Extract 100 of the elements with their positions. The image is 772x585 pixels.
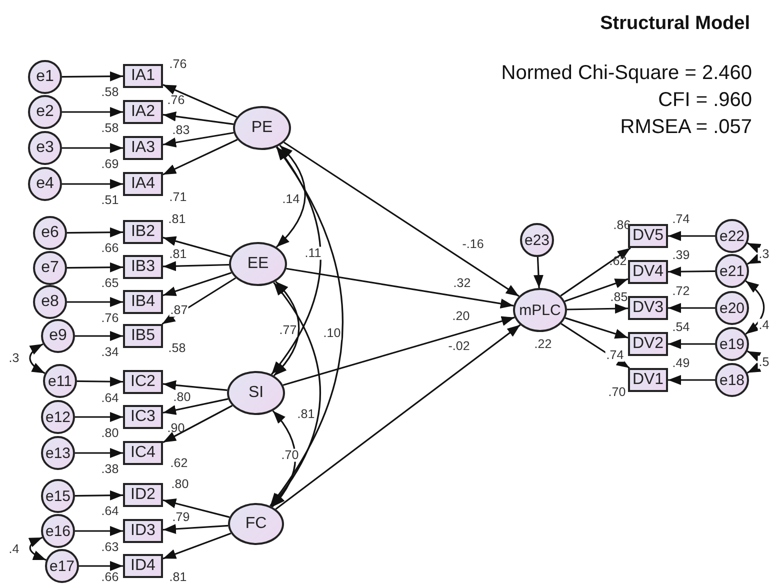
indicator-box: IC3 [123,405,163,429]
error-circle: e20 [715,291,749,325]
error-circle: e6 [33,216,67,250]
coefficient-label: .79 [171,510,191,524]
coefficient-label: .4 [8,542,20,556]
latent-ellipse: mPLC [513,288,567,332]
indicator-box: DV4 [628,260,668,284]
error-circle: e21 [715,254,749,288]
latent-ellipse: EE [229,242,287,286]
path-arrow [668,375,715,385]
path-arrow [162,272,232,296]
coefficient-label: .20 [451,310,471,322]
covariance-arrow [745,280,765,335]
path-arrow [284,142,520,297]
path-arrow [282,316,515,386]
coefficient-label: .77 [278,324,298,336]
indicator-box: ID4 [123,554,163,578]
indicator-box: DV2 [628,332,668,356]
path-arrow [62,179,123,189]
indicator-box: IB3 [123,255,163,279]
coefficient-label: .76 [168,58,188,70]
r-squared-label: .58 [101,86,119,98]
path-arrow [162,404,233,444]
path-arrow [162,398,228,415]
latent-ellipse: PE [233,106,291,150]
path-arrow [560,323,630,369]
coefficient-label: .62 [608,254,628,268]
r-squared-label: .58 [101,122,119,134]
path-arrow [162,498,230,518]
covariance-arrow [747,350,762,374]
path-arrow [75,412,123,422]
path-arrow [67,297,123,307]
r-squared-label: .38 [101,462,119,476]
coefficient-label: .32 [452,276,472,290]
path-arrow [76,376,124,387]
r-squared-label: .66 [101,570,119,584]
error-circle: e13 [41,436,75,470]
r-squared-label: .22 [534,338,552,350]
covariance-arrow [28,536,46,561]
coefficient-label: .58 [167,342,187,354]
error-circle: e12 [41,400,75,434]
path-arrow [162,111,234,125]
path-arrow [275,324,521,510]
coefficient-label: .81 [296,408,316,420]
path-arrow [75,526,123,536]
r-squared-label: .74 [672,212,690,226]
path-arrow [75,448,123,458]
path-arrow [534,256,544,288]
indicator-box: DV3 [628,296,668,320]
fit-statistic: Normed Chi-Square = 2.460 [501,62,752,85]
indicator-box: ID2 [123,483,163,507]
error-circle: e18 [715,363,749,397]
indicator-box: IB5 [123,324,163,348]
r-squared-label: .76 [101,312,119,324]
coefficient-label: .83 [171,124,191,136]
coefficient-label: .90 [166,422,186,434]
r-squared-label: .65 [101,276,119,290]
coefficient-label: .14 [281,192,301,206]
error-circle: e22 [715,219,749,253]
indicator-box: IB2 [123,220,163,244]
coefficient-label: .71 [168,190,188,204]
r-squared-label: .51 [101,194,119,206]
path-arrow [62,71,123,82]
coefficient-label: .70 [280,448,300,462]
r-squared-label: .64 [101,504,119,518]
path-arrow [162,236,231,258]
path-arrow [162,84,238,118]
path-arrow [67,227,123,238]
covariance-arrow [276,144,306,248]
coefficient-label: .80 [172,390,192,404]
error-circle: e4 [28,167,62,201]
indicator-box: IA2 [123,100,163,124]
r-squared-label: .34 [101,346,119,358]
fit-statistic: RMSEA = .057 [620,116,752,139]
error-circle: e16 [41,514,75,548]
path-arrow [162,277,236,325]
error-circle: e2 [28,95,62,129]
coefficient-label: -.02 [447,340,471,352]
error-circle: e15 [41,479,75,513]
path-arrow [162,132,234,148]
coefficient-label: .10 [322,326,342,340]
r-squared-label: .64 [101,392,119,404]
error-circle: e19 [715,327,749,361]
error-circle: e3 [28,131,62,165]
r-squared-label: .54 [672,320,690,334]
error-circle: e1 [28,60,62,94]
indicator-box: DV1 [628,368,668,392]
path-arrow [62,107,123,117]
indicator-box: IC4 [123,441,163,465]
path-arrow [162,532,232,560]
r-squared-label: .49 [672,356,690,370]
indicator-box: IA3 [123,136,163,160]
path-arrow [62,143,123,153]
covariance-arrow [273,280,300,376]
latent-ellipse: SI [227,371,285,415]
error-circle: e9 [41,319,75,353]
latent-ellipse: FC [228,503,284,545]
path-arrow [566,304,628,314]
r-squared-label: .66 [101,242,119,254]
fit-statistic: CFI = .960 [658,89,752,112]
